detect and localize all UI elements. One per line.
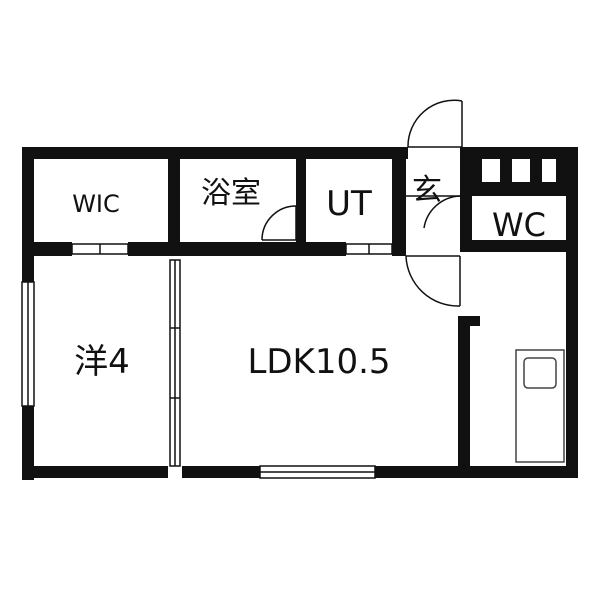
- mid-wall-b: [128, 242, 346, 256]
- storage-cubbies: [472, 159, 566, 183]
- bath-door: [261, 205, 297, 241]
- label-western-room: 洋4: [74, 342, 130, 382]
- left-wall-lower: [22, 406, 34, 480]
- swing-doors: [261, 99, 463, 307]
- mid-wall-a: [22, 242, 72, 256]
- kitchen-stub-cap: [458, 316, 480, 326]
- room-labels: WIC 浴室 UT 玄 WC 洋4 LDK10.5: [72, 173, 546, 382]
- left-wall-upper: [22, 147, 34, 282]
- right-wall: [566, 147, 578, 478]
- label-ldk: LDK10.5: [247, 342, 390, 382]
- label-wc: WC: [492, 206, 546, 244]
- entrance-wc-wall: [460, 147, 472, 251]
- label-ut: UT: [326, 184, 372, 224]
- wc-shelf-band: [472, 182, 566, 196]
- sliding-doors: [71, 243, 393, 467]
- bottom-wall-right: [375, 466, 578, 478]
- sink-basin: [523, 357, 557, 389]
- wic-bath-wall: [168, 147, 180, 256]
- label-wic: WIC: [72, 190, 120, 218]
- kitchen-stub-wall: [458, 316, 470, 478]
- kitchen-counter: [515, 349, 565, 463]
- windows: [21, 281, 376, 479]
- wc-bottom-wall: [460, 240, 578, 252]
- label-bath: 浴室: [201, 176, 261, 211]
- bottom-wall-left: [22, 466, 260, 478]
- label-entrance: 玄: [412, 173, 442, 208]
- ut-entrance-wall: [392, 147, 406, 256]
- bath-ut-wall: [296, 147, 306, 256]
- top-wall-left: [22, 147, 408, 159]
- ldk-door: [405, 255, 461, 307]
- entrance-door: [407, 99, 463, 148]
- top-wall-right: [462, 147, 578, 159]
- kitchen-sink: [515, 349, 565, 463]
